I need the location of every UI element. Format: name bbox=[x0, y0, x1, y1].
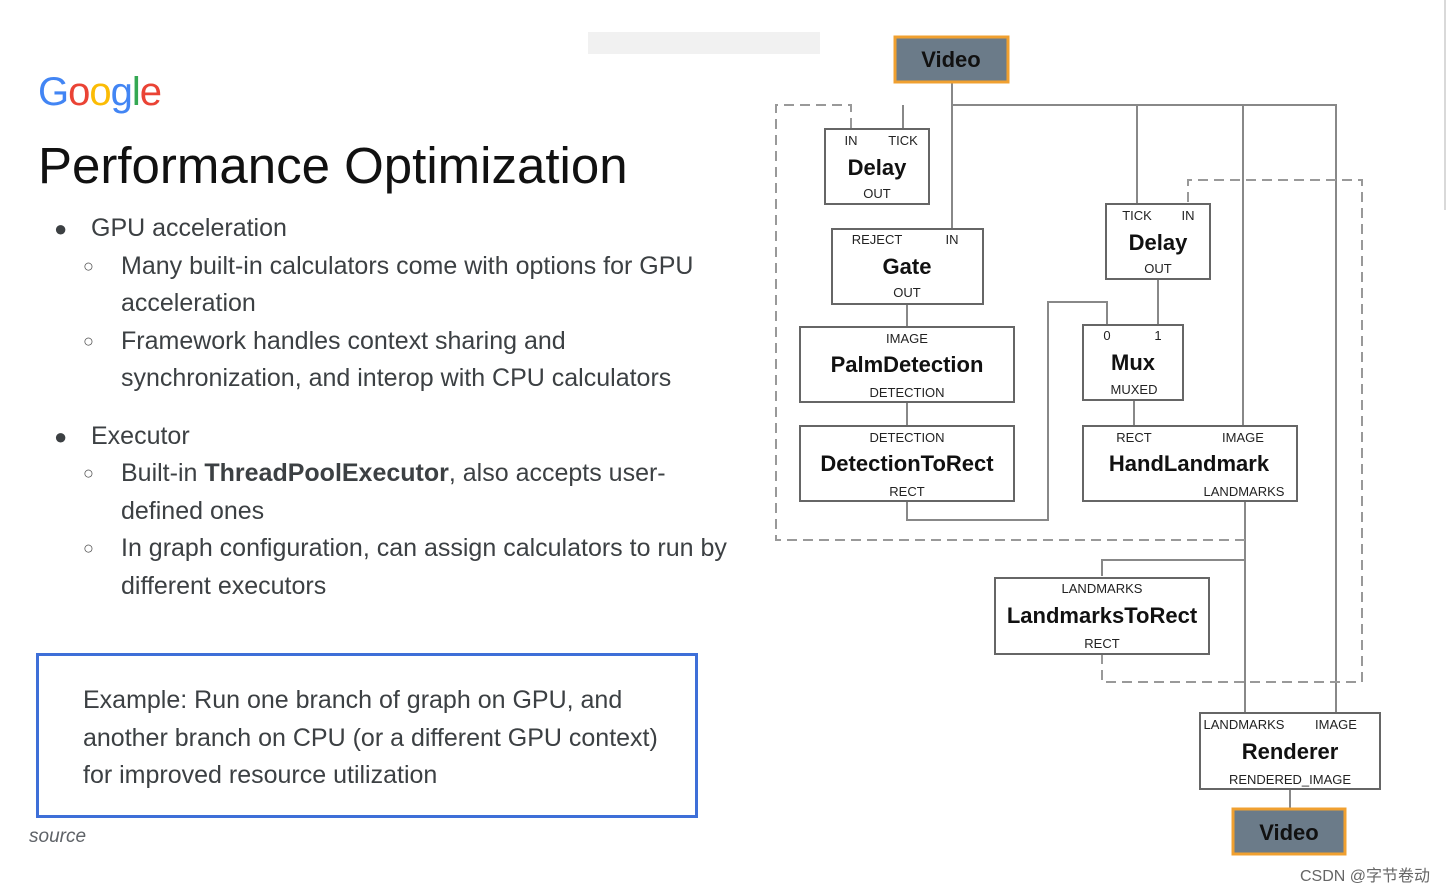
port-label: IMAGE bbox=[1222, 430, 1264, 445]
logo-letter: g bbox=[110, 70, 133, 114]
video-input-node: Video bbox=[893, 35, 1010, 84]
node-hand-landmark: RECT IMAGE HandLandmark LANDMARKS bbox=[1082, 425, 1298, 502]
port-label: 0 bbox=[1103, 328, 1110, 343]
bullet-text: GPU acceleration bbox=[91, 214, 287, 242]
sub-bullet: ○ Many built-in calculators come with opt… bbox=[50, 248, 740, 323]
blurred-header-strip bbox=[588, 32, 820, 54]
node-title: LandmarksToRect bbox=[1007, 603, 1198, 628]
bullet-gpu: ● GPU acceleration bbox=[50, 210, 740, 248]
node-palm-detection: IMAGE PalmDetection DETECTION bbox=[799, 326, 1015, 403]
sub-bullet-text: In graph configuration, can assign calcu… bbox=[121, 534, 727, 600]
sub-bullet-text: Many built-in calculators come with opti… bbox=[121, 251, 694, 318]
node-delay-1: IN TICK Delay OUT bbox=[824, 128, 930, 205]
logo-letter: e bbox=[139, 70, 162, 114]
port-label: DETECTION bbox=[869, 385, 944, 400]
node-title: PalmDetection bbox=[831, 352, 984, 377]
video-output-label: Video bbox=[1259, 820, 1319, 845]
bullet-dot-icon: ● bbox=[54, 216, 68, 241]
node-gate: REJECT IN Gate OUT bbox=[831, 228, 984, 305]
port-label: LANDMARKS bbox=[1062, 581, 1143, 596]
port-label: RECT bbox=[1116, 430, 1151, 445]
port-label: 1 bbox=[1154, 328, 1161, 343]
sub-bullet-text: Framework handles context sharing and sy… bbox=[121, 326, 672, 393]
sub-bullet: ○ Built-in ThreadPoolExecutor, also accep… bbox=[50, 455, 740, 530]
node-title: Renderer bbox=[1242, 739, 1339, 764]
node-landmarks-to-rect: LANDMARKS LandmarksToRect RECT bbox=[994, 577, 1210, 655]
source-link[interactable]: source bbox=[29, 826, 87, 847]
bullet-text: Executor bbox=[91, 421, 190, 450]
node-renderer: LANDMARKS IMAGE Renderer RENDERED_IMAGE bbox=[1199, 712, 1381, 790]
bullet-list: ● GPU acceleration ○ Many built-in calcula… bbox=[50, 210, 740, 605]
hollow-bullet-icon: ○ bbox=[83, 538, 94, 558]
port-label: IN bbox=[946, 232, 959, 247]
port-label: OUT bbox=[893, 285, 921, 300]
port-label: RECT bbox=[1084, 636, 1119, 651]
sub-bullet: ○ Framework handles context sharing and s… bbox=[50, 323, 740, 398]
port-label: IN bbox=[1182, 208, 1195, 223]
node-title: DetectionToRect bbox=[820, 451, 994, 476]
node-mux: 0 1 Mux MUXED bbox=[1082, 324, 1184, 401]
node-title: Gate bbox=[883, 254, 932, 279]
port-label: TICK bbox=[888, 133, 918, 148]
node-title: Delay bbox=[848, 155, 907, 180]
port-label: IMAGE bbox=[886, 331, 928, 346]
logo-letter: G bbox=[38, 70, 69, 114]
port-label: LANDMARKS bbox=[1204, 484, 1285, 499]
logo-letter: o bbox=[68, 70, 90, 114]
bullet-dot-icon: ● bbox=[54, 423, 68, 449]
node-delay-2: TICK IN Delay OUT bbox=[1105, 203, 1211, 280]
dashed-edge-rect-to-delay2-in bbox=[1101, 179, 1363, 683]
edge-handlandmark-to-l2r bbox=[1101, 559, 1245, 576]
node-detection-to-rect: DETECTION DetectionToRect RECT bbox=[799, 425, 1015, 502]
csdn-watermark: CSDN @字节卷动 bbox=[1300, 868, 1431, 885]
port-label: TICK bbox=[1122, 208, 1152, 223]
port-label: RENDERED_IMAGE bbox=[1229, 772, 1351, 787]
port-label: DETECTION bbox=[869, 430, 944, 445]
google-logo: Google bbox=[38, 70, 162, 115]
port-label: OUT bbox=[863, 186, 891, 201]
example-text: Example: Run one branch of graph on GPU,… bbox=[83, 686, 658, 789]
edge-video-to-renderer-image bbox=[952, 104, 1337, 712]
bullet-executor: ● Executor bbox=[50, 418, 740, 456]
port-label: REJECT bbox=[852, 232, 903, 247]
port-label: IMAGE bbox=[1315, 717, 1357, 732]
sub-bullet: ○ In graph configuration, can assign calc… bbox=[50, 530, 740, 605]
hollow-bullet-icon: ○ bbox=[83, 255, 94, 276]
slide-title: Performance Optimization bbox=[38, 137, 628, 194]
sub-bullet-text-post: , also accepts user-defined ones bbox=[121, 459, 666, 525]
port-label: OUT bbox=[1144, 261, 1172, 276]
node-title: HandLandmark bbox=[1109, 451, 1270, 476]
node-title: Delay bbox=[1129, 230, 1188, 255]
threadpoolexecutor-text: ThreadPoolExecutor bbox=[204, 459, 449, 487]
edge-d2r-to-mux-0 bbox=[906, 301, 1108, 521]
slide-edge-divider bbox=[1444, 0, 1446, 210]
port-label: IN bbox=[845, 133, 858, 148]
video-input-label: Video bbox=[921, 47, 981, 72]
logo-letter: l bbox=[131, 70, 141, 114]
hollow-bullet-icon: ○ bbox=[83, 463, 94, 483]
port-label: RECT bbox=[889, 484, 924, 499]
port-label: LANDMARKS bbox=[1204, 717, 1285, 732]
video-output-node: Video bbox=[1231, 807, 1347, 856]
hollow-bullet-icon: ○ bbox=[83, 330, 94, 351]
sub-bullet-text-pre: Built-in bbox=[121, 459, 205, 487]
example-callout: Example: Run one branch of graph on GPU,… bbox=[36, 653, 698, 818]
dashed-edge-landmarks-to-delay1-in bbox=[775, 104, 1245, 541]
logo-letter: o bbox=[89, 70, 111, 114]
port-label: MUXED bbox=[1111, 382, 1158, 397]
node-title: Mux bbox=[1111, 350, 1156, 375]
